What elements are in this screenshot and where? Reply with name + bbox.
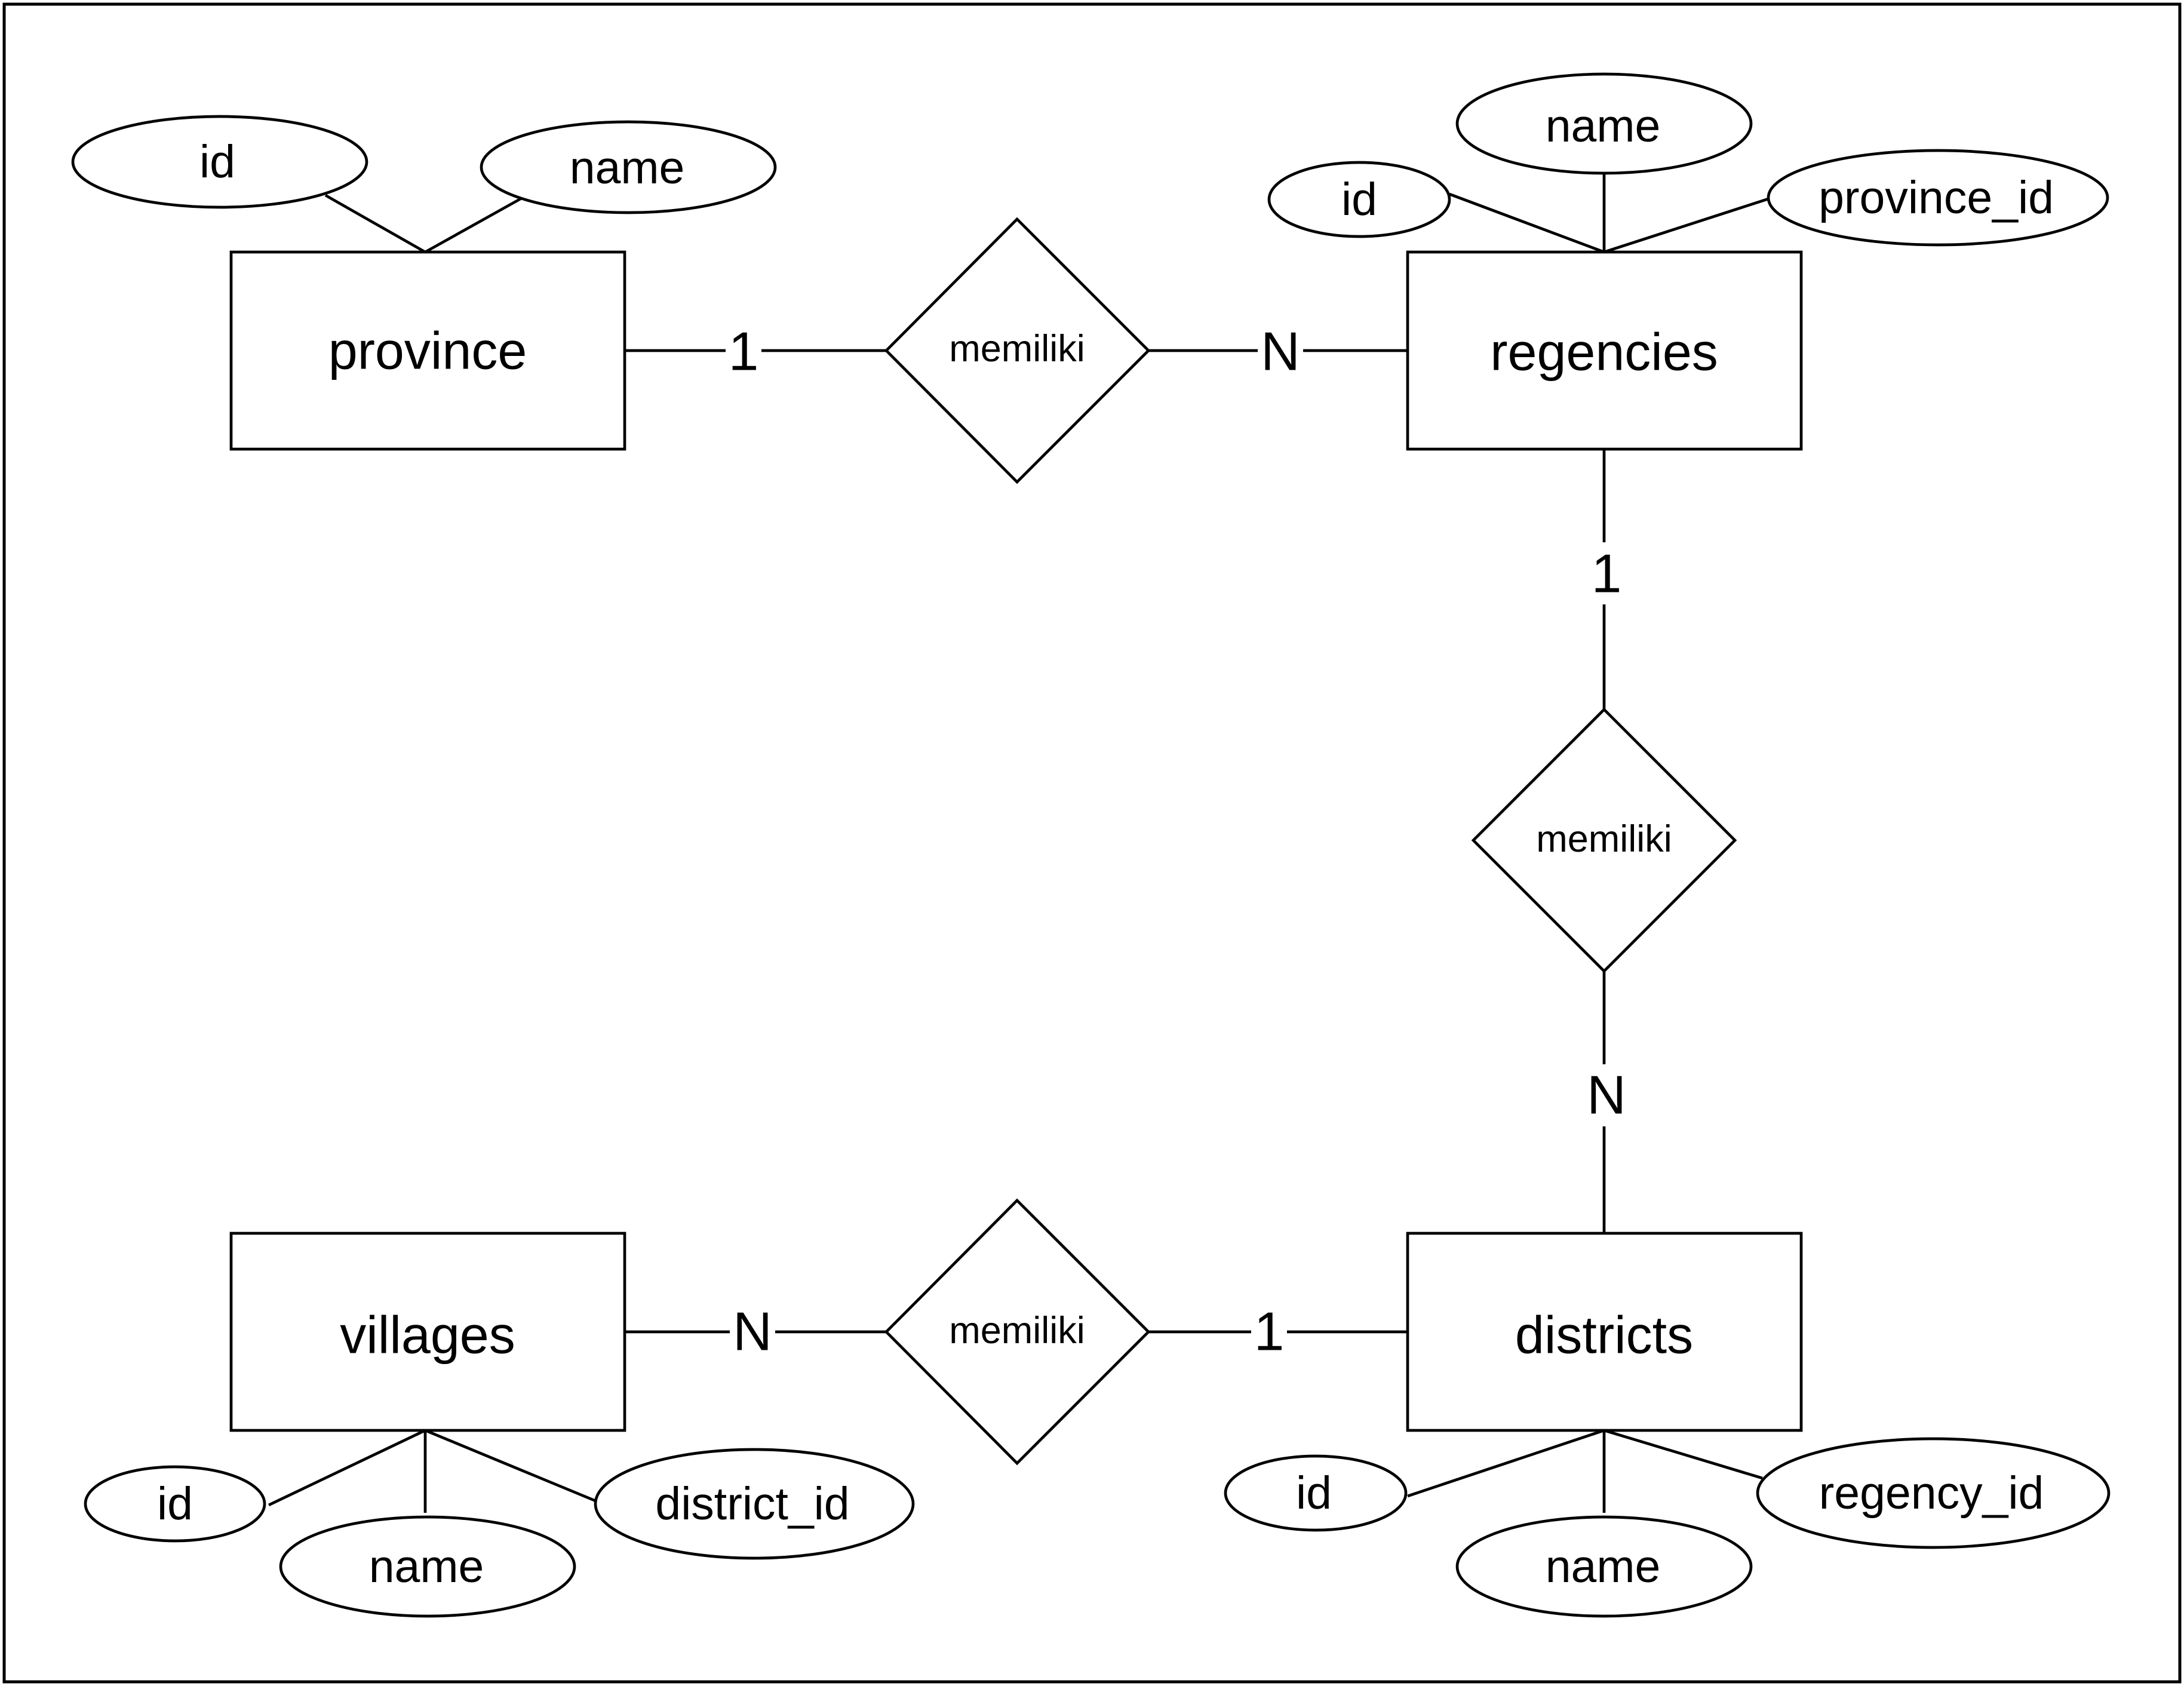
entity-province-label: province bbox=[328, 321, 527, 380]
cardinality-province: 1 bbox=[726, 320, 761, 382]
cardinality-districts-side: N bbox=[1580, 1064, 1628, 1126]
cardinality-regencies-side: 1 bbox=[1580, 542, 1628, 604]
attribute-province-name: name bbox=[480, 120, 777, 214]
svg-text:name: name bbox=[570, 142, 685, 194]
svg-text:province_id: province_id bbox=[1819, 172, 2054, 223]
relationship-province-regencies: memiliki bbox=[884, 217, 1151, 484]
relationship-districts-villages: memiliki bbox=[884, 1198, 1151, 1466]
svg-text:N: N bbox=[733, 1302, 772, 1362]
entity-province: province bbox=[229, 250, 626, 451]
relationship-label: memiliki bbox=[949, 328, 1085, 370]
svg-text:1: 1 bbox=[1254, 1302, 1285, 1362]
connector-province-id bbox=[324, 194, 426, 254]
attribute-province-id: id bbox=[71, 115, 368, 209]
attribute-villages-district-id: district_id bbox=[594, 1448, 915, 1560]
svg-text:name: name bbox=[369, 1541, 484, 1592]
svg-text:name: name bbox=[1546, 100, 1661, 152]
svg-text:id: id bbox=[1296, 1467, 1332, 1519]
svg-text:id: id bbox=[1341, 174, 1377, 225]
relationship-regencies-districts: memiliki bbox=[1471, 707, 1737, 973]
svg-text:name: name bbox=[1546, 1541, 1661, 1592]
attribute-districts-name: name bbox=[1455, 1515, 1753, 1618]
attribute-villages-id: id bbox=[84, 1465, 266, 1543]
entity-regencies: regencies bbox=[1406, 250, 1803, 451]
relationship-label: memiliki bbox=[949, 1310, 1085, 1352]
connector-villages-id bbox=[268, 1429, 426, 1507]
svg-text:regency_id: regency_id bbox=[1819, 1467, 2044, 1519]
svg-text:id: id bbox=[157, 1478, 193, 1530]
svg-text:1: 1 bbox=[1592, 544, 1622, 604]
attribute-districts-id: id bbox=[1224, 1454, 1408, 1532]
connector-province-name bbox=[424, 196, 524, 254]
cardinality-regencies: N bbox=[1258, 320, 1303, 382]
connector-districts-regency-id bbox=[1604, 1429, 1763, 1480]
connector-districts-id bbox=[1407, 1429, 1605, 1498]
entity-villages-label: villages bbox=[340, 1306, 515, 1365]
svg-text:district_id: district_id bbox=[655, 1478, 849, 1530]
svg-text:id: id bbox=[199, 136, 235, 188]
attribute-regencies-province-id: province_id bbox=[1767, 149, 2109, 247]
cardinality-villages: N bbox=[730, 1301, 775, 1363]
attribute-districts-regency-id: regency_id bbox=[1756, 1437, 2111, 1549]
entity-villages: villages bbox=[229, 1232, 626, 1432]
svg-text:N: N bbox=[1587, 1065, 1626, 1126]
svg-text:N: N bbox=[1261, 322, 1300, 382]
attribute-regencies-name: name bbox=[1455, 72, 1753, 175]
connector-regencies-province-id bbox=[1604, 197, 1769, 254]
entity-districts: districts bbox=[1406, 1232, 1803, 1432]
connector-regencies-id bbox=[1449, 192, 1605, 254]
attribute-regencies-id: id bbox=[1267, 161, 1451, 238]
entity-districts-label: districts bbox=[1515, 1306, 1693, 1365]
entity-regencies-label: regencies bbox=[1490, 323, 1718, 382]
connector-villages-district-id bbox=[425, 1429, 599, 1504]
svg-text:1: 1 bbox=[729, 322, 759, 382]
relationship-label: memiliki bbox=[1536, 818, 1672, 860]
attribute-villages-name: name bbox=[279, 1515, 576, 1618]
cardinality-districts: 1 bbox=[1251, 1301, 1287, 1363]
